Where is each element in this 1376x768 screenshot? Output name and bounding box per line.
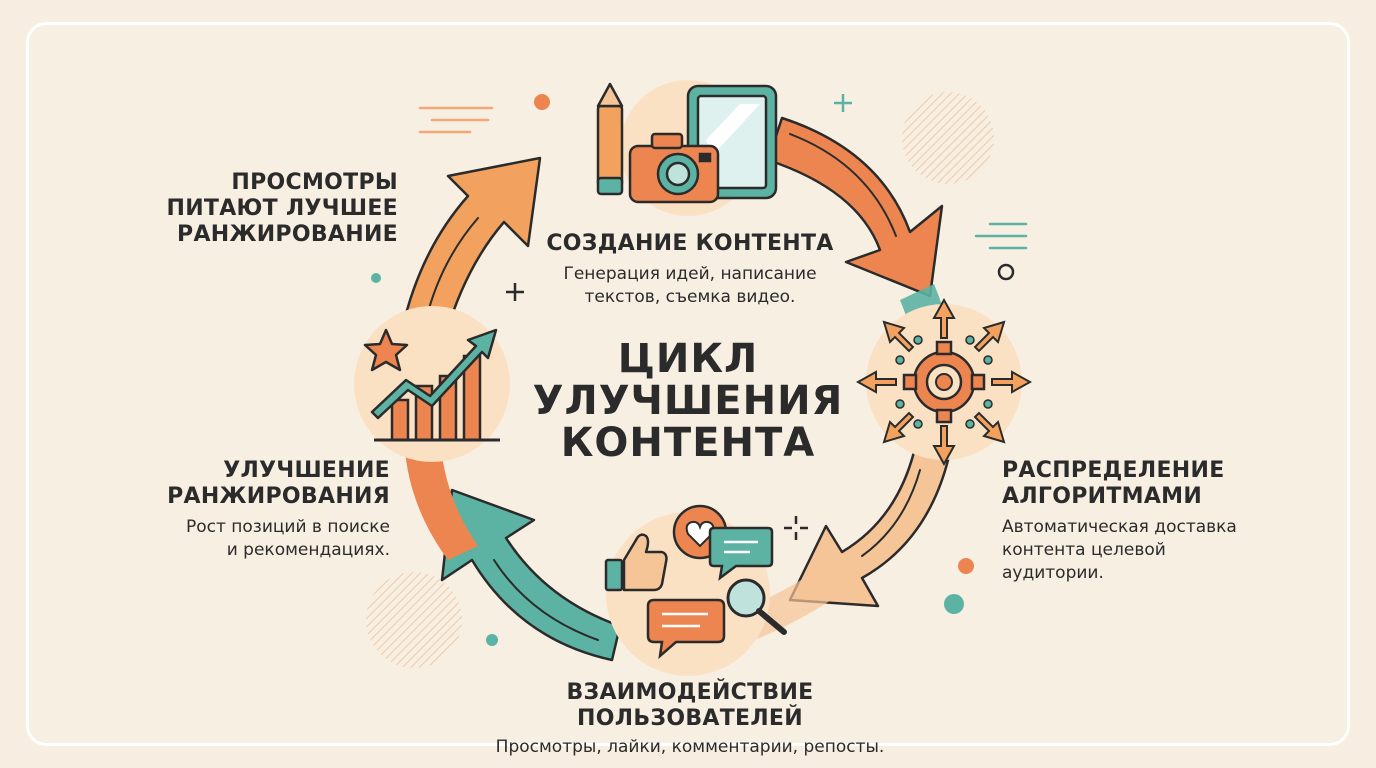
- title-line: РАНЖИРОВАНИЯ: [167, 484, 390, 509]
- decor-dot: [371, 273, 381, 283]
- title-line: РАНЖИРОВАНИЕ: [177, 222, 398, 247]
- center-title: ЦИКЛ УЛУЧШЕНИЯ КОНТЕНТА: [520, 338, 856, 464]
- arrow-ranking-to-creation: [400, 156, 542, 336]
- center-title-line: КОНТЕНТА: [560, 420, 816, 466]
- decor-hatched-circle: [366, 572, 462, 668]
- title-line: ПРОСМОТРЫ: [231, 170, 398, 195]
- chat-icon: [708, 526, 774, 581]
- decor-lines: [418, 106, 494, 134]
- pencil-icon: [596, 82, 624, 196]
- stage-distribution-title: РАСПРЕДЕЛЕНИЕ АЛГОРИТМАМИ: [1002, 458, 1302, 510]
- decor-plus: [834, 94, 852, 112]
- description-line: текстов, съемка видео.: [584, 287, 796, 307]
- stage-interaction: ВЗАИМОДЕЙСТВИЕ ПОЛЬЗОВАТЕЛЕЙ Просмотры, …: [440, 680, 940, 759]
- gear-network-icon: [855, 297, 1033, 467]
- feedback-title: ПРОСМОТРЫ ПИТАЮТ ЛУЧШЕЕ РАНЖИРОВАНИЕ: [160, 170, 398, 248]
- description-line: Рост позиций в поиске: [185, 517, 390, 537]
- growth-chart-icon: [370, 328, 500, 442]
- center-title-line: ЦИКЛ: [617, 336, 759, 382]
- stage-ranking-title: УЛУЧШЕНИЕ РАНЖИРОВАНИЯ: [100, 458, 390, 510]
- decor-dot: [534, 94, 550, 110]
- arrow-interaction-to-ranking: [440, 488, 622, 662]
- decor-dot: [944, 594, 964, 614]
- description-line: Просмотры, лайки, комментарии, репосты.: [495, 737, 885, 757]
- title-line: ПИТАЮТ ЛУЧШЕЕ: [166, 196, 398, 221]
- stage-distribution: РАСПРЕДЕЛЕНИЕ АЛГОРИТМАМИ Автоматическая…: [1002, 458, 1302, 585]
- arc-left-orange: [404, 430, 478, 560]
- title-line: РАСПРЕДЕЛЕНИЕ: [1002, 458, 1225, 483]
- center-title-line: УЛУЧШЕНИЯ: [532, 378, 844, 424]
- stage-interaction-description: Просмотры, лайки, комментарии, репосты.: [440, 736, 940, 759]
- stage-distribution-description: Автоматическая доставка контента целевой…: [1002, 516, 1302, 585]
- decor-dot: [997, 263, 1015, 281]
- description-line: и рекомендациях.: [226, 540, 390, 560]
- camera-icon: [628, 132, 720, 204]
- magnifier-icon: [726, 578, 787, 635]
- description-line: Генерация идей, написание: [563, 264, 817, 284]
- description-line: контента целевой: [1002, 540, 1166, 560]
- thumbs-up-icon: [604, 533, 668, 592]
- stage-creation-description: Генерация идей, написание текстов, съемк…: [530, 263, 850, 309]
- description-line: Автоматическая доставка: [1002, 517, 1237, 537]
- decor-lines: [974, 222, 1028, 250]
- stage-interaction-title: ВЗАИМОДЕЙСТВИЕ ПОЛЬЗОВАТЕЛЕЙ: [440, 680, 940, 732]
- stage-ranking: УЛУЧШЕНИЕ РАНЖИРОВАНИЯ Рост позиций в по…: [100, 458, 390, 562]
- stage-creation: СОЗДАНИЕ КОНТЕНТА Генерация идей, написа…: [530, 231, 850, 309]
- title-line: АЛГОРИТМАМИ: [1002, 484, 1203, 509]
- chat-bubble-icon: [646, 598, 726, 660]
- stage-ranking-description: Рост позиций в поиске и рекомендациях.: [100, 516, 390, 562]
- decor-dot: [486, 634, 498, 646]
- description-line: аудитории.: [1002, 563, 1104, 583]
- star-icon: [363, 328, 409, 372]
- title-line: ПОЛЬЗОВАТЕЛЕЙ: [577, 706, 803, 731]
- title-line: УЛУЧШЕНИЕ: [223, 458, 390, 483]
- stage-creation-title: СОЗДАНИЕ КОНТЕНТА: [546, 231, 834, 256]
- decor-hatched-circle: [902, 92, 994, 184]
- title-line: ВЗАИМОДЕЙСТВИЕ: [566, 680, 814, 705]
- feedback-label: ПРОСМОТРЫ ПИТАЮТ ЛУЧШЕЕ РАНЖИРОВАНИЕ: [160, 170, 398, 248]
- decor-dot: [958, 558, 974, 574]
